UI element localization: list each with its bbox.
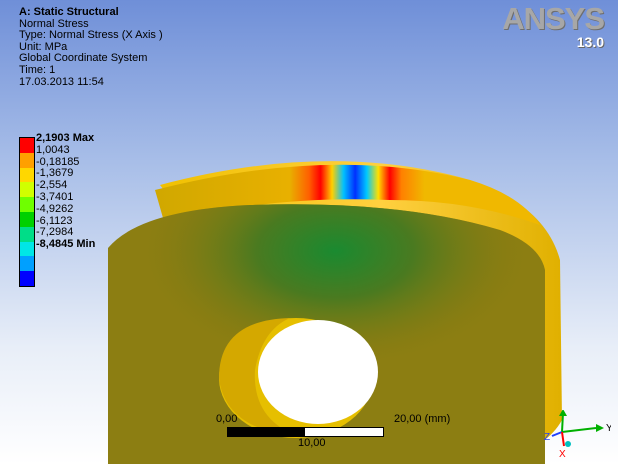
- scale-left-label: 0,00: [216, 413, 238, 425]
- ansys-version: 13.0: [576, 34, 604, 50]
- legend-swatch: [20, 241, 34, 257]
- x-axis-label: X: [559, 449, 566, 460]
- scale-bar: [227, 427, 384, 437]
- y-axis-arrowhead: [596, 424, 604, 432]
- legend-swatch: [20, 167, 34, 183]
- legend-swatch: [20, 182, 34, 198]
- disk-bore-opening: [258, 320, 378, 424]
- disk-bore-shadow: [219, 318, 300, 437]
- z-axis-arrow: [551, 431, 563, 437]
- legend-labels: 2,1903 Max 1,0043 -0,18185 -1,3679 -2,55…: [36, 132, 136, 251]
- result-unit: Unit: MPa: [19, 40, 68, 53]
- result-timestamp: 17.03.2013 11:54: [19, 75, 104, 88]
- result-type: Type: Normal Stress (X Axis ): [19, 29, 163, 42]
- result-time: Time: 1: [19, 63, 56, 76]
- coordinate-system: Global Coordinate System: [19, 52, 148, 65]
- ansys-logo: ANSYS 13.0: [502, 1, 605, 50]
- result-name: Normal Stress: [19, 17, 89, 30]
- ansys-logo-text: ANSYS: [502, 1, 605, 36]
- legend-swatch: [20, 226, 34, 242]
- y-axis-label: Y: [606, 423, 611, 434]
- legend-value: -7,2984: [36, 226, 74, 239]
- legend-swatch: [20, 138, 34, 153]
- legend-value: -0,18185: [36, 155, 80, 168]
- legend-swatch: [20, 271, 34, 286]
- legend-value: 1,0043: [36, 143, 70, 156]
- legend-swatch: [20, 211, 34, 227]
- legend-value: -1,3679: [36, 167, 74, 180]
- z-axis-label: Z: [544, 432, 550, 443]
- legend-swatch: [20, 256, 34, 272]
- scale-mid-label: 10,00: [298, 437, 326, 449]
- result-info-block: A: Static Structural Normal Stress Type:…: [19, 6, 163, 88]
- legend-value: -2,554: [36, 179, 68, 192]
- legend-max-label: 2,1903 Max: [36, 132, 95, 144]
- scale-right-label: 20,00 (mm): [394, 413, 451, 425]
- x-axis-arrow: [561, 431, 565, 447]
- y-axis-arrow: [561, 427, 597, 433]
- coordinate-triad[interactable]: Y Z X: [536, 410, 611, 460]
- vertical-axis-arrow: [561, 412, 564, 433]
- legend-swatch: [20, 152, 34, 168]
- legend-min-label: -8,4845 Min: [36, 238, 96, 251]
- legend-color-bar: [19, 137, 35, 287]
- triad-origin-marker: [565, 441, 571, 447]
- analysis-title: A: Static Structural: [19, 6, 119, 18]
- legend-value: -3,7401: [36, 190, 74, 203]
- legend-swatch: [20, 197, 34, 212]
- legend-value: -6,1123: [36, 214, 73, 227]
- vertical-axis-arrowhead: [559, 410, 567, 416]
- scale-bar-filled-half: [228, 428, 305, 436]
- disk-top-rim: [155, 164, 540, 225]
- legend-value: -4,9262: [36, 202, 74, 215]
